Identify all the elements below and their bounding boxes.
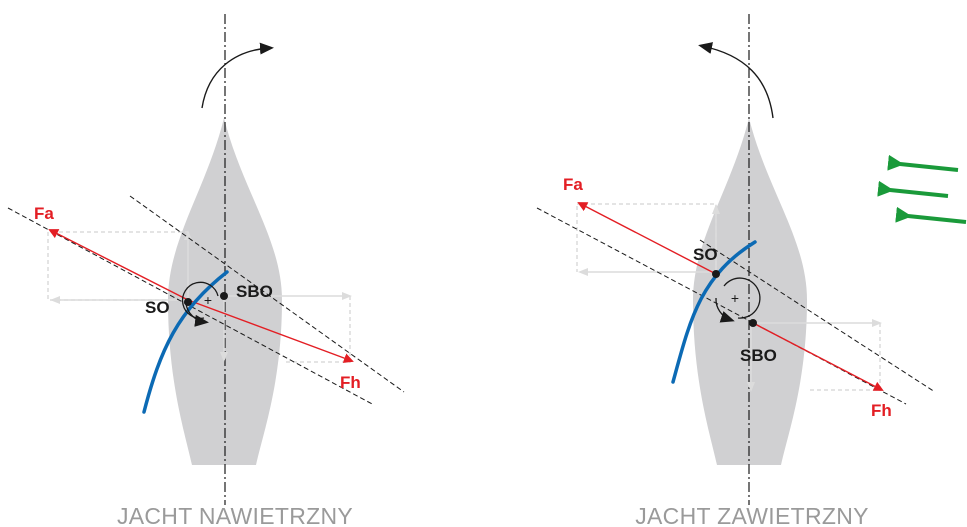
left-so-label: SO: [145, 298, 170, 317]
right-caption: JACHT ZAWIETRZNY: [635, 503, 869, 527]
right-fh-arrow: [752, 322, 884, 391]
left-yacht-panel: + Fa Fh SO SBO JACHT NAWIETRZNY: [7, 14, 405, 527]
right-dashed-axis-upper: [536, 207, 907, 405]
left-dashed-axis-lower: [129, 195, 405, 393]
left-plus-sign: +: [204, 292, 212, 308]
right-hull: [693, 118, 807, 465]
right-sbo-point: [749, 319, 757, 327]
right-so-label: SO: [693, 245, 718, 264]
left-force-components: [47, 230, 352, 363]
right-rotation-symbol: +: [715, 277, 761, 323]
right-yacht-panel: + Fa Fh SO SBO JACHT ZAWIETRZNY: [536, 14, 967, 527]
right-sail: [671, 240, 757, 384]
right-sbo-label: SBO: [740, 346, 777, 365]
left-dashed-axis-upper: [7, 207, 375, 406]
left-fa-arrow: [48, 229, 189, 301]
left-sbo-point: [220, 292, 228, 300]
left-so-point: [184, 298, 192, 306]
right-force-components: [576, 203, 882, 392]
right-dashed-axis-lower: [699, 239, 936, 393]
right-plus-sign: +: [731, 290, 739, 306]
left-yaw-arrow-icon: [201, 42, 274, 109]
left-fh-arrow: [187, 299, 354, 363]
right-fa-label: Fa: [563, 175, 583, 194]
left-fa-label: Fa: [34, 204, 54, 223]
left-rotation-symbol: +: [181, 281, 219, 327]
left-sbo-label: SBO: [236, 282, 273, 301]
right-yaw-arrow-icon: [698, 42, 774, 119]
right-so-point: [712, 270, 720, 278]
left-fh-label: Fh: [340, 373, 361, 392]
right-fa-arrow: [577, 202, 717, 275]
left-caption: JACHT NAWIETRZNY: [117, 503, 353, 527]
wind-arrows-icon: [877, 154, 967, 224]
right-fh-label: Fh: [871, 401, 892, 420]
